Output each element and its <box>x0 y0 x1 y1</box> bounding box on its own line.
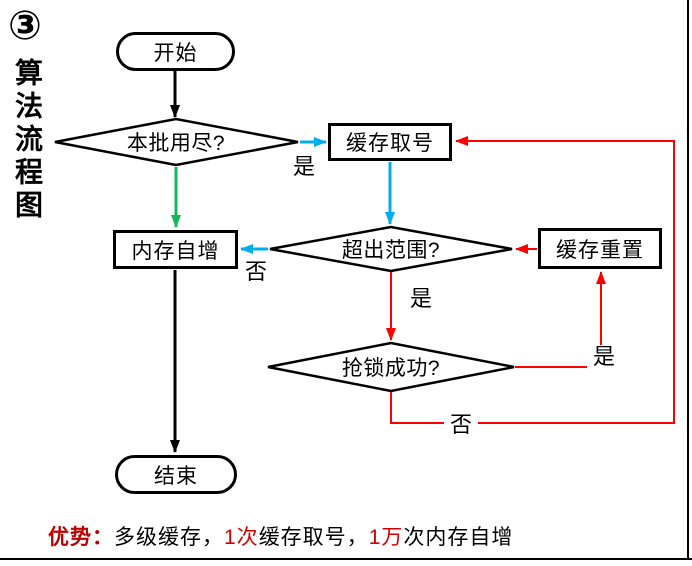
caption-seg-3: 次内存自增 <box>403 526 514 549</box>
edge-label-yes-range: 是 <box>409 286 432 311</box>
caption-highlight-1: 1次 <box>224 526 259 549</box>
node-mem-increment-label: 内存自增 <box>131 239 220 263</box>
diamond-range-check <box>269 225 513 273</box>
edge-label-yes-batch: 是 <box>292 154 315 179</box>
node-end-label: 结束 <box>154 464 198 488</box>
edge-label-no-lock: 否 <box>444 413 479 437</box>
node-cache-reset-label: 缓存重置 <box>556 238 644 262</box>
node-lock-check-label: 抢锁成功? <box>341 357 441 380</box>
caption-highlight-2: 1万 <box>368 526 404 549</box>
node-mem-increment: 内存自增 <box>113 230 238 269</box>
frame-border-right <box>687 0 689 560</box>
node-cache-fetch: 缓存取号 <box>328 123 452 161</box>
edge-lock-to-cache <box>390 136 675 424</box>
node-range-check-label: 超出范围? <box>341 239 441 262</box>
caption: 优势：多级缓存，1次缓存取号，1万次内存自增 <box>48 521 513 551</box>
diamond-lock-check <box>267 341 515 393</box>
caption-seg-2: 缓存取号， <box>258 526 369 549</box>
caption-seg-1: 多级缓存， <box>114 526 224 549</box>
node-start: 开始 <box>116 32 235 71</box>
node-cache-fetch-label: 缓存取号 <box>346 132 434 155</box>
edge-label-yes-lock: 是 <box>587 345 622 369</box>
node-end: 结束 <box>115 455 237 494</box>
side-title: 算法流程图 <box>12 58 43 223</box>
node-batch-check-label: 本批用尽? <box>126 132 226 155</box>
figure-number: ③ <box>8 4 42 48</box>
node-cache-reset: 缓存重置 <box>538 228 662 269</box>
edge-label-no-range: 否 <box>244 259 267 284</box>
caption-prefix: 优势： <box>48 526 114 549</box>
node-start-label: 开始 <box>153 41 198 65</box>
diamond-batch-check <box>54 117 299 167</box>
frame-border-bottom <box>0 558 692 560</box>
